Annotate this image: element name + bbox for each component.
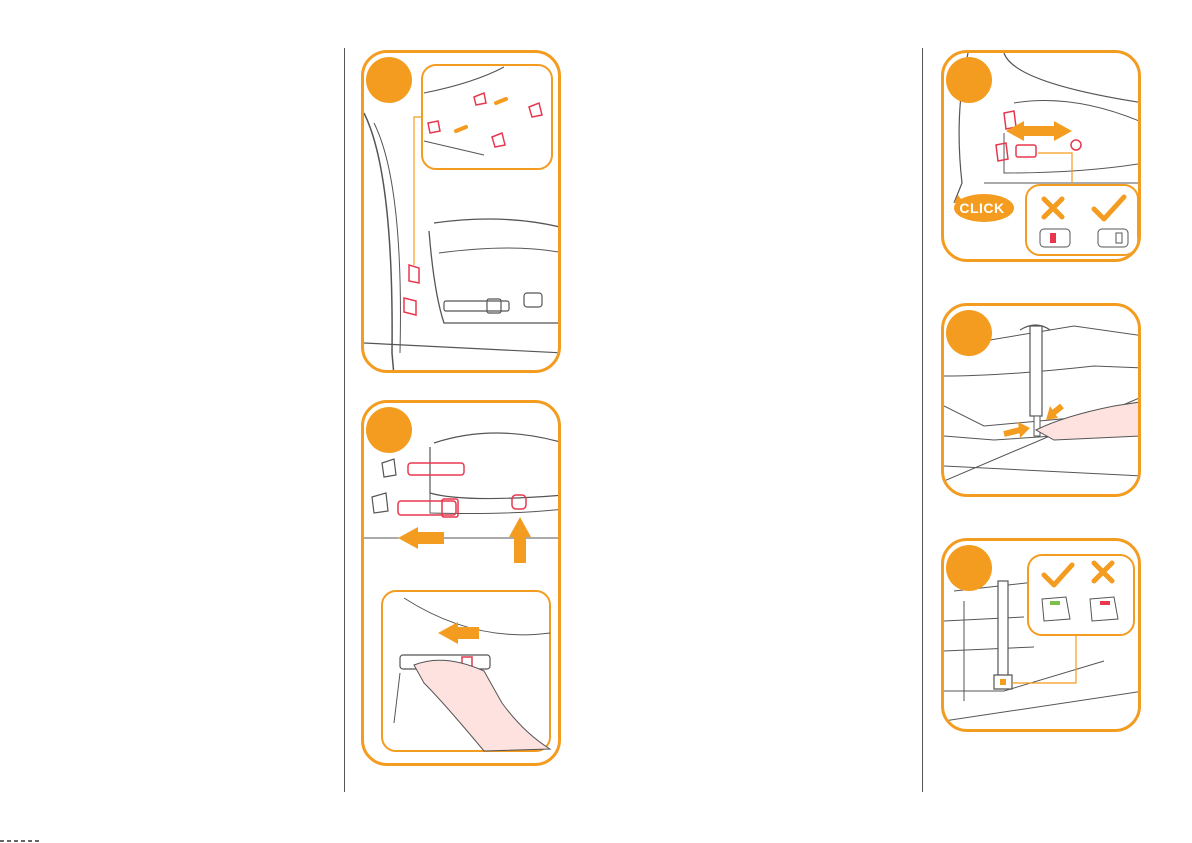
step-number-dot	[946, 57, 992, 103]
step-panel-extend-arms	[361, 400, 561, 766]
step-number-dot	[946, 545, 992, 591]
step-panel-guides	[361, 50, 561, 373]
step-panel-click-attach: CLICK	[941, 50, 1141, 262]
click-badge: CLICK	[950, 193, 1014, 223]
click-label: CLICK	[950, 193, 1014, 223]
step-number-dot	[946, 310, 992, 356]
column-divider-left	[344, 48, 345, 792]
step-number-dot	[366, 407, 412, 453]
step-panel-leg-indicator	[941, 538, 1141, 732]
column-divider-right	[922, 48, 923, 792]
page-edge-mark	[0, 839, 50, 843]
isofix-arms-extend-icon	[364, 403, 561, 766]
step-number-dot	[366, 57, 412, 103]
step-panel-support-leg	[941, 303, 1141, 497]
